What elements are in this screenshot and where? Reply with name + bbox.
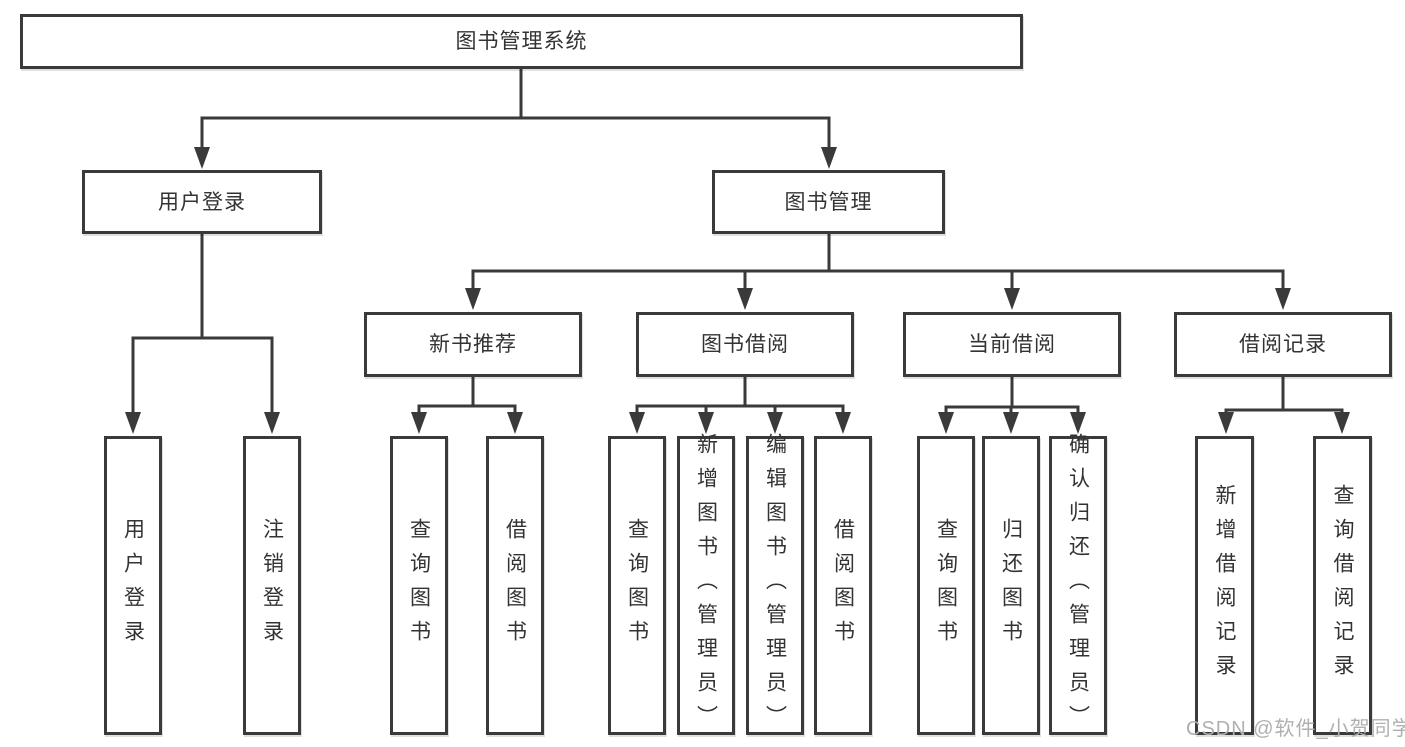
node-borrow-records-label: 借阅记录 [1239,333,1327,356]
node-current-borrow: 当前借阅 [903,312,1121,377]
node-user-login-label: 用户登录 [158,190,246,214]
leaf-borrow-query-books-label: 查询图书 [625,517,649,654]
node-borrow-records: 借阅记录 [1174,312,1392,377]
node-current-borrow-label: 当前借阅 [968,333,1056,356]
leaf-borrow-edit-books-admin-label: 编辑图书（管理员） [763,432,787,739]
leaf-user-login-label: 用户登录 [121,517,145,654]
leaf-records-query-record: 查询借阅记录 [1313,436,1372,735]
leaf-newrec-borrow-books-label: 借阅图书 [503,517,527,654]
leaf-records-query-record-label: 查询借阅记录 [1331,483,1354,688]
node-book-management-label: 图书管理 [784,190,873,214]
node-book-borrow: 图书借阅 [636,312,854,377]
leaf-user-login: 用户登录 [104,436,162,735]
leaf-current-confirm-return-admin: 确认归还（管理员） [1049,433,1107,739]
leaf-records-add-record: 新增借阅记录 [1195,436,1254,735]
leaf-newrec-borrow-books: 借阅图书 [486,436,544,735]
leaf-newrec-query-books-label: 查询图书 [407,517,431,654]
node-user-login: 用户登录 [82,170,322,234]
node-new-book-recommend: 新书推荐 [364,312,582,377]
watermark: CSDN @软件_小贺同学 [1186,718,1405,740]
node-root: 图书管理系统 [20,14,1023,69]
leaf-borrow-borrow-books: 借阅图书 [814,436,872,735]
leaf-borrow-add-books-admin-label: 新增图书（管理员） [694,432,718,739]
node-new-book-recommend-label: 新书推荐 [429,333,517,356]
leaf-current-query-books-label: 查询图书 [934,517,958,654]
leaf-logout: 注销登录 [243,436,301,735]
leaf-current-confirm-return-admin-label: 确认归还（管理员） [1066,432,1090,739]
leaf-borrow-add-books-admin: 新增图书（管理员） [677,433,735,739]
leaf-current-return-books-label: 归还图书 [999,517,1023,654]
leaf-current-return-books: 归还图书 [982,436,1040,735]
leaf-current-query-books: 查询图书 [917,436,975,735]
leaf-borrow-edit-books-admin: 编辑图书（管理员） [746,433,804,739]
leaf-borrow-query-books: 查询图书 [608,436,666,735]
node-book-borrow-label: 图书借阅 [701,333,789,356]
leaf-newrec-query-books: 查询图书 [390,436,448,735]
leaf-borrow-borrow-books-label: 借阅图书 [831,517,855,654]
node-book-management: 图书管理 [712,170,945,234]
leaf-records-add-record-label: 新增借阅记录 [1213,483,1236,688]
leaf-logout-label: 注销登录 [260,517,284,654]
node-root-label: 图书管理系统 [455,30,588,53]
